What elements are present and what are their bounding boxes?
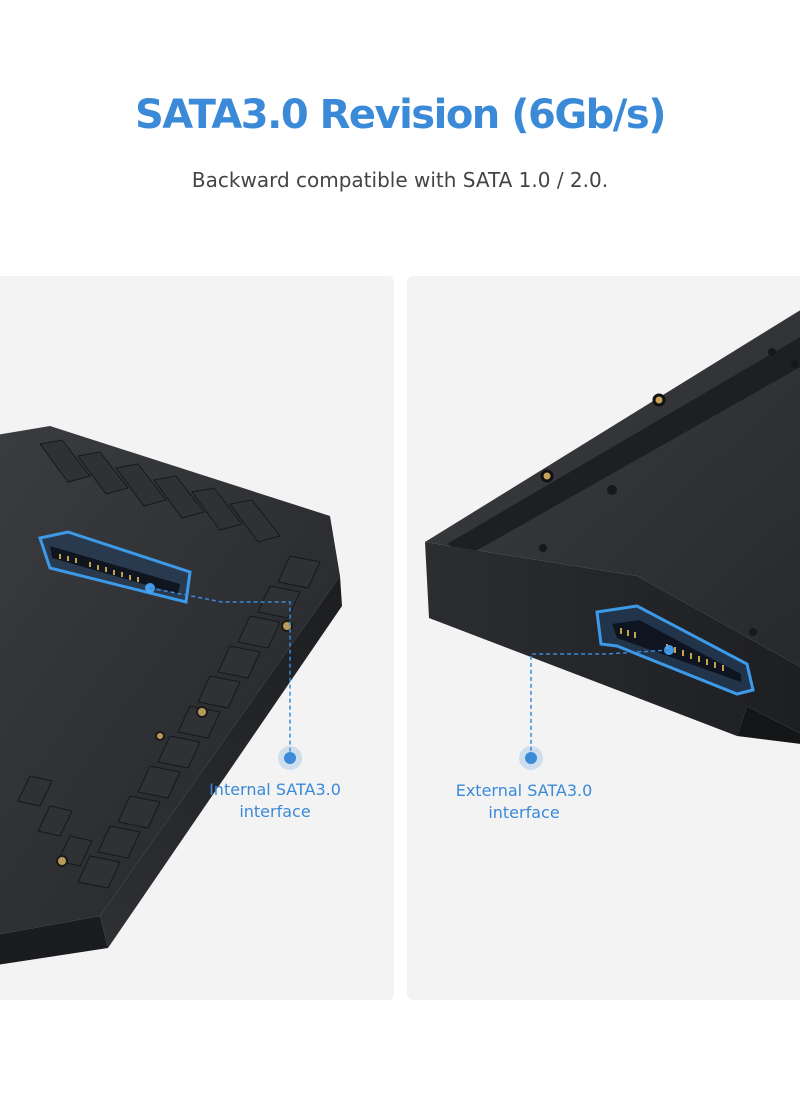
internal-callout-line1: Internal SATA3.0: [209, 780, 341, 799]
external-interface-panel: External SATA3.0 interface: [407, 276, 800, 1000]
external-callout-label: External SATA3.0 interface: [424, 780, 624, 824]
external-callout-dot: [525, 752, 537, 764]
bracket-side: [100, 576, 342, 948]
external-bracket-illustration: [425, 310, 800, 770]
page-subtitle: Backward compatible with SATA 1.0 / 2.0.: [191, 168, 609, 192]
internal-interface-panel: Internal SATA3.0 interface: [0, 276, 394, 1000]
internal-callout-line2: interface: [239, 802, 311, 821]
internal-callout-dot: [284, 752, 296, 764]
internal-callout-label: Internal SATA3.0 interface: [175, 779, 375, 823]
page-title: SATA3.0 Revision (6Gb/s): [135, 92, 666, 138]
external-callout-line2: interface: [488, 803, 560, 822]
internal-bracket-illustration: [0, 426, 342, 965]
external-callout-line1: External SATA3.0: [455, 781, 593, 800]
internal-callout-leader: [149, 587, 291, 756]
internal-sata-connector: [38, 530, 192, 604]
external-sata-connector: [595, 604, 755, 696]
external-callout-leader: [530, 649, 670, 756]
